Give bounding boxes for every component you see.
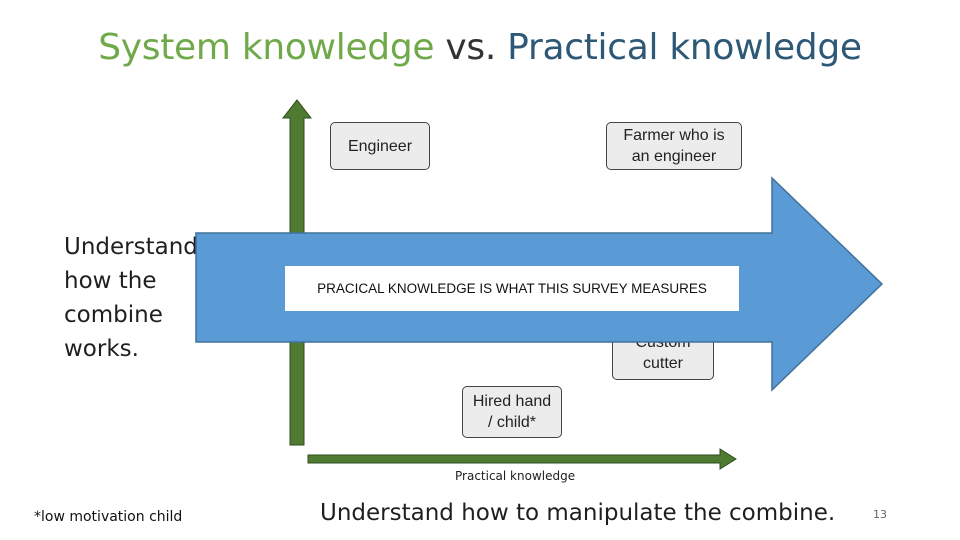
hired-hand-box: Hired hand / child* (462, 386, 562, 438)
system-knowledge-description: Understand how the combine works. (64, 234, 198, 362)
x-axis-label: Practical knowledge (455, 469, 576, 483)
engineer-box: Engineer (330, 122, 430, 170)
title-vs: vs. (434, 27, 508, 68)
title-practical-knowledge: Practical knowledge (507, 27, 862, 68)
farmer-engineer-box: Farmer who is an engineer (606, 122, 742, 170)
title-system-knowledge: System knowledge (98, 27, 435, 68)
footnote: *low motivation child (34, 509, 183, 525)
slide-title: System knowledge vs. Practical knowledge (0, 26, 960, 70)
bottom-caption: Understand how to manipulate the combine… (320, 500, 836, 526)
x-axis-arrow (307, 448, 737, 470)
slide-number: 13 (873, 508, 887, 521)
banner-label: PRACICAL KNOWLEDGE IS WHAT THIS SURVEY M… (285, 266, 739, 311)
